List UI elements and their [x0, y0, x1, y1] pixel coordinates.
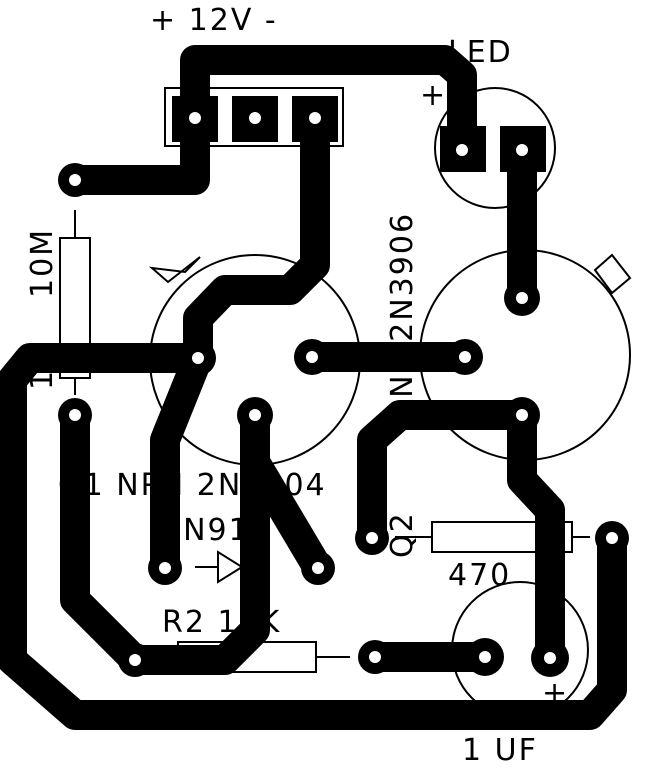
cap-plus-label: +	[542, 676, 569, 711]
trace-ground-q1	[183, 103, 330, 373]
pad-r2-left	[118, 643, 152, 677]
q2-label: Q2	[385, 511, 420, 558]
diode-label: 1N914	[162, 513, 271, 548]
pad-power-minus	[292, 96, 338, 142]
q2-tab-outline	[593, 253, 632, 295]
pad-q2-bottom	[504, 397, 540, 433]
led-label: LED	[448, 35, 513, 70]
r2-label: R2 15K	[162, 605, 281, 640]
led-plus-label: +	[420, 78, 447, 113]
trace-q1-diode	[150, 343, 213, 583]
silkscreen-labels: + 12V - LED + 10M 1M Q1 NPN 2N3904 PNP 2…	[25, 3, 569, 768]
q1-label: Q1 NPN 2N3904	[58, 468, 327, 503]
pad-diode-cathode	[301, 551, 335, 585]
pad-power-plus	[172, 96, 218, 142]
q1-tab-outline	[148, 256, 201, 284]
r-470-label: 470	[448, 558, 511, 593]
trace-q2-cap	[507, 400, 565, 673]
pad-q2-left	[447, 339, 483, 375]
power-header-outline	[164, 87, 344, 147]
pad-led-anode	[440, 126, 486, 172]
trace-q1-r2	[60, 400, 270, 675]
pad-470-left	[355, 521, 389, 555]
copper-traces	[0, 45, 627, 730]
pad-10m-top	[58, 163, 92, 197]
pad-power-mid	[232, 96, 278, 142]
pad-cap-left	[466, 638, 504, 676]
r-1m-label: 1M	[25, 341, 60, 390]
cap-label: 1 UF	[462, 733, 538, 765]
trace-ground-loop	[0, 343, 627, 730]
pad-cap-right	[531, 639, 569, 677]
pad-q2-top	[504, 280, 540, 316]
pnp-label: PNP 2N3906	[385, 212, 420, 418]
pads	[58, 96, 629, 677]
trace-q2-470	[357, 400, 537, 553]
pad-q1-left	[180, 340, 216, 376]
pad-r2-right	[358, 640, 392, 674]
power-label: + 12V -	[150, 3, 278, 38]
pad-470-right	[595, 521, 629, 555]
r-10m-label: 10M	[25, 228, 60, 298]
pad-q1-right	[294, 339, 330, 375]
pad-diode-anode	[148, 551, 182, 585]
pad-q1-bottom	[237, 397, 273, 433]
pad-10m-bottom	[58, 398, 92, 432]
trace-power-plus-led	[180, 45, 477, 165]
pad-led-cathode	[500, 126, 546, 172]
led-outline	[434, 87, 556, 209]
